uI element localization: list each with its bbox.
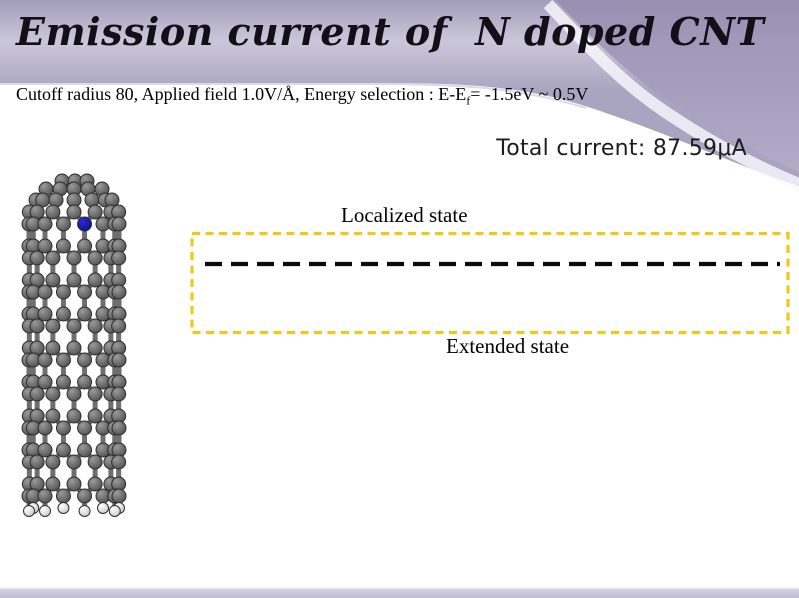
slide-subtitle: Cutoff radius 80, Applied field 1.0V/Å, … <box>16 84 589 108</box>
energy-diagram <box>190 231 790 335</box>
header-band <box>0 0 799 186</box>
slide-title: Emission current of N doped CNT <box>16 9 765 54</box>
footer-strip <box>0 588 799 598</box>
localized-state-label: Localized state <box>341 203 468 227</box>
total-current-text: Total current: 87.59μA <box>496 136 747 161</box>
corner-highlight-arc <box>543 0 799 190</box>
subtitle-prefix: Cutoff radius 80, Applied field 1.0V/Å, … <box>16 84 467 104</box>
subtitle-suffix: = -1.5eV ~ 0.5V <box>470 84 589 104</box>
header-band-edge <box>0 83 587 109</box>
subtitle-subscript: f <box>466 93 471 108</box>
corner-swoosh <box>556 0 799 172</box>
energy-window-box <box>190 231 790 335</box>
cnt-molecule-figure <box>21 173 127 517</box>
cnt-atoms <box>21 173 127 517</box>
extended-state-label: Extended state <box>446 334 570 358</box>
